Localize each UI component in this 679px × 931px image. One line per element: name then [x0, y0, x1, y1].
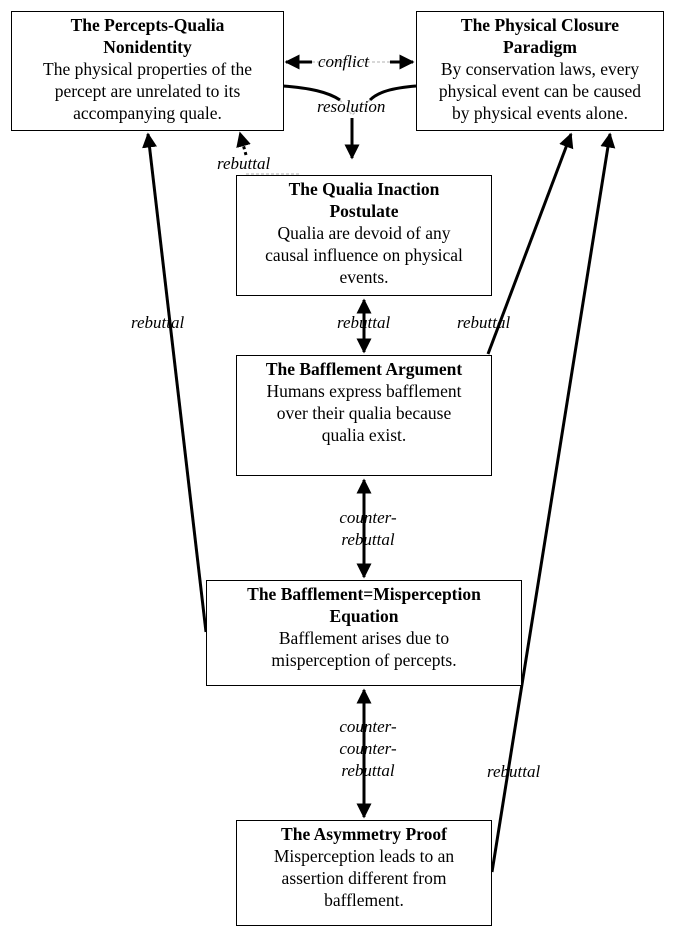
node-percepts-qualia: The Percepts-Qualia Nonidentity The phys…	[11, 11, 284, 131]
label-line: counter-	[339, 739, 397, 758]
label-line: rebuttal	[341, 761, 395, 780]
edge-resolution-left	[282, 84, 341, 102]
node-body: Misperception leads to an	[273, 846, 455, 866]
node-body: Humans express bafflement	[266, 381, 462, 401]
label-line: counter-	[339, 508, 397, 527]
node-body: events.	[339, 267, 389, 287]
node-body: Qualia are devoid of any	[277, 223, 451, 243]
node-body: over their qualia because	[276, 403, 452, 423]
node-title: The Physical Closure	[460, 15, 620, 35]
node-title: Nonidentity	[103, 37, 192, 57]
node-title: Equation	[329, 606, 399, 626]
node-physical-closure: The Physical Closure Paradigm By conserv…	[416, 11, 664, 131]
node-title: Postulate	[329, 201, 399, 221]
node-body: causal influence on physical	[265, 245, 463, 265]
node-bafflement-misperception: The Bafflement=Misperception Equation Ba…	[206, 580, 522, 686]
node-title: The Percepts-Qualia	[70, 15, 225, 35]
node-body: physical event can be caused	[438, 81, 642, 101]
node-body: By conservation laws, every	[440, 59, 640, 79]
node-body: percept are unrelated to its	[54, 81, 241, 101]
node-body: accompanying quale.	[73, 103, 222, 123]
node-title: The Qualia Inaction	[288, 179, 440, 199]
node-bafflement-argument: The Bafflement Argument Humans express b…	[236, 355, 492, 476]
edge-rebuttal-ba-pc	[486, 132, 574, 355]
node-body: qualia exist.	[321, 425, 407, 445]
edge-label-rebuttal: rebuttal	[337, 313, 391, 332]
edge-rebuttal-ap-pc	[490, 132, 616, 873]
edge-label-rebuttal: rebuttal	[131, 313, 185, 332]
edge-resolution-right	[368, 84, 417, 102]
edge-label-rebuttal: rebuttal	[457, 313, 511, 332]
node-title: Paradigm	[503, 37, 577, 57]
node-body: Bafflement arises due to	[278, 628, 450, 648]
node-qualia-inaction: The Qualia Inaction Postulate Qualia are…	[236, 175, 492, 296]
edge-label-conflict: conflict	[318, 52, 369, 71]
edge-resolution-merge	[339, 99, 371, 117]
node-title: The Asymmetry Proof	[281, 824, 447, 844]
node-title: The Bafflement=Misperception	[247, 584, 481, 604]
node-body: The physical properties of the	[43, 59, 252, 79]
label-line: rebuttal	[341, 530, 395, 549]
node-body: bafflement.	[324, 890, 404, 910]
node-asymmetry-proof: The Asymmetry Proof Misperception leads …	[236, 820, 492, 926]
edge-label-rebuttal: rebuttal	[487, 762, 541, 781]
edge-label-counter-counter-rebuttal: counter- counter- rebuttal	[333, 716, 403, 782]
edge-label-counter-rebuttal: counter- rebuttal	[333, 507, 403, 551]
node-title: The Bafflement Argument	[265, 359, 463, 379]
edge-rebuttal-qi-pq	[236, 131, 251, 156]
edge-rebuttal-bm-pq	[142, 132, 208, 633]
edge-label-rebuttal: rebuttal	[217, 154, 271, 173]
node-body: by physical events alone.	[452, 103, 628, 123]
edge-label-resolution: resolution	[317, 97, 386, 116]
node-body: assertion different from	[281, 868, 447, 888]
label-line: counter-	[339, 717, 397, 736]
node-body: misperception of percepts.	[271, 650, 457, 670]
